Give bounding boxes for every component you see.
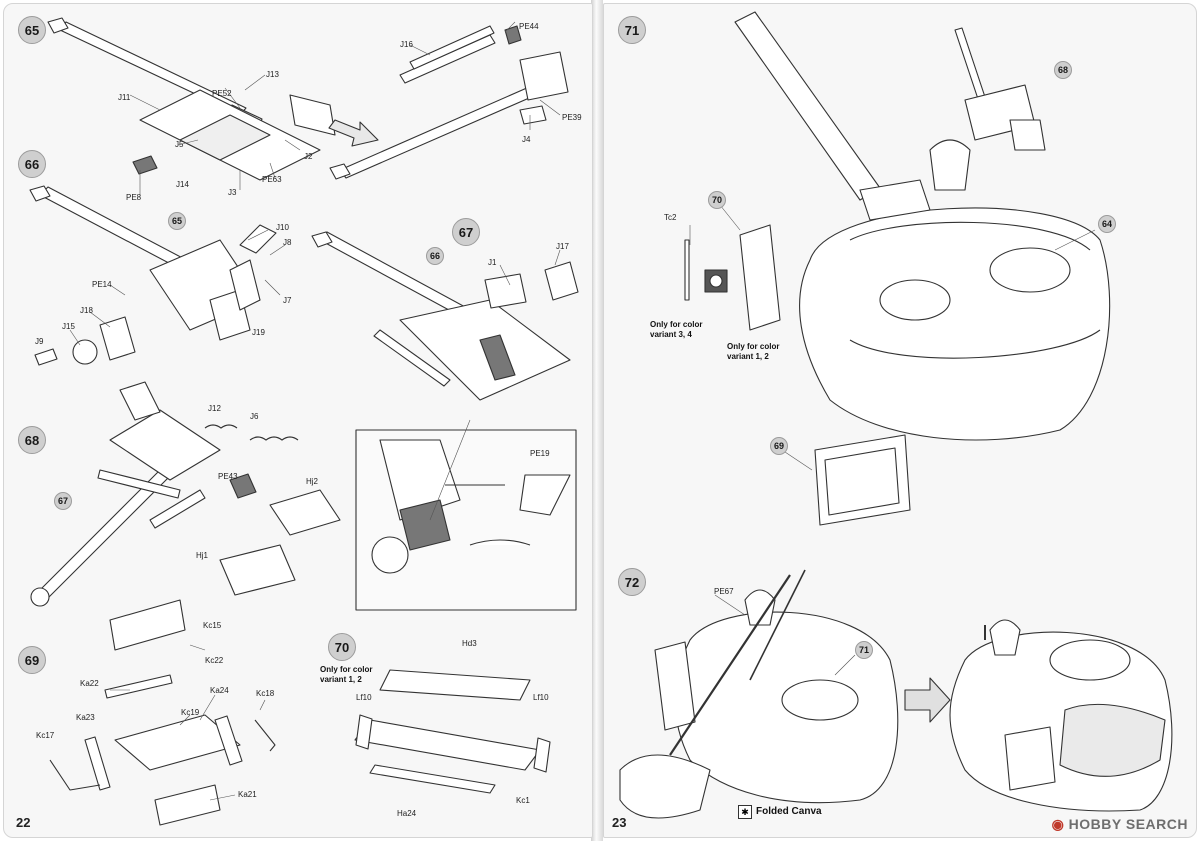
step-72-badge: 72 xyxy=(618,568,646,596)
part-label: J9 xyxy=(35,337,44,346)
ref-67-label: 67 xyxy=(54,492,72,510)
step65-result xyxy=(329,25,569,180)
part-label: J11 xyxy=(118,93,131,102)
step67-assembly xyxy=(311,231,579,401)
step-68-badge: 68 xyxy=(18,426,46,454)
part-label: J10 xyxy=(276,223,289,232)
leader-lines xyxy=(69,21,1096,801)
ref-68-label: 68 xyxy=(1054,61,1072,79)
ref-66-label: 66 xyxy=(426,247,444,265)
part-label: Hj2 xyxy=(306,477,319,486)
part-label: J14 xyxy=(176,180,189,189)
part-label: J7 xyxy=(283,296,292,305)
color-variant-note-34: Only for color variant 3, 4 xyxy=(650,320,703,339)
part-label: PE19 xyxy=(530,449,550,458)
step71-mg-mount xyxy=(954,27,1046,151)
part-label: PE67 xyxy=(714,587,734,596)
part-label: J12 xyxy=(208,404,221,413)
part-label: Tc2 xyxy=(664,213,677,222)
page-number-left: 22 xyxy=(16,815,31,830)
ref-70-label: 70 xyxy=(708,191,726,209)
step-65-badge: 65 xyxy=(18,16,46,44)
watermark-suffix: SEARCH xyxy=(1125,816,1188,832)
tc2-rod xyxy=(684,239,690,301)
step66-assembly xyxy=(29,185,277,366)
part-label: J3 xyxy=(228,188,237,197)
part-label: Kc15 xyxy=(203,621,222,630)
part-label: Kc17 xyxy=(36,731,55,740)
part-label: Lf10 xyxy=(356,693,372,702)
part-label: Ka24 xyxy=(210,686,229,695)
part-label: J2 xyxy=(304,152,313,161)
part-label: Ha24 xyxy=(397,809,417,818)
part-label: Hj1 xyxy=(196,551,209,560)
step-70-badge: 70 xyxy=(328,633,356,661)
part-label: Kc1 xyxy=(516,796,530,805)
part-label: PE14 xyxy=(92,280,112,289)
left-page xyxy=(3,3,593,838)
part-label: Kc22 xyxy=(205,656,224,665)
part-label: J13 xyxy=(266,70,279,79)
color-variant-note-71: Only for color variant 1, 2 xyxy=(727,342,780,361)
part-label: J16 xyxy=(400,40,413,49)
arrow-65 xyxy=(328,119,379,147)
part-label: J15 xyxy=(62,322,75,331)
folded-canva-label: Folded Canva xyxy=(756,806,822,817)
step-71-badge: 71 xyxy=(618,16,646,44)
step-67-badge: 67 xyxy=(452,218,480,246)
part-label: J4 xyxy=(522,135,531,144)
pe8-part xyxy=(132,155,158,175)
part-label: J19 xyxy=(252,328,265,337)
step-66-badge: 66 xyxy=(18,150,46,178)
step65-mount xyxy=(139,89,336,181)
part-label: J8 xyxy=(283,238,292,247)
part-label: J1 xyxy=(488,258,497,267)
book-gutter xyxy=(591,0,603,841)
step71-box69 xyxy=(814,434,911,526)
step72-result xyxy=(949,619,1173,812)
watermark: ◉ HOBBY SEARCH xyxy=(1051,816,1188,832)
step71-barrel xyxy=(734,11,881,201)
part-label: J17 xyxy=(556,242,569,251)
part-label: PE39 xyxy=(562,113,582,122)
step70-assembly xyxy=(354,669,551,794)
step72-turret xyxy=(619,569,899,819)
part-label: Kc18 xyxy=(256,689,275,698)
step-69-badge: 69 xyxy=(18,646,46,674)
part-label: Ka21 xyxy=(238,790,257,799)
ref-71-label: 71 xyxy=(855,641,873,659)
part-label: J18 xyxy=(80,306,93,315)
part-label: PE44 xyxy=(519,22,539,31)
part-label: J6 xyxy=(250,412,259,421)
part-label: Ka22 xyxy=(80,679,99,688)
ref-65-label: 65 xyxy=(168,212,186,230)
step69-assembly xyxy=(49,599,276,826)
ref-64-label: 64 xyxy=(1098,215,1116,233)
watermark-brand: HOBBY xyxy=(1068,816,1122,832)
page-number-right: 23 xyxy=(612,815,627,830)
detail-inset-drawing xyxy=(371,439,571,574)
step71-box70 xyxy=(739,224,781,331)
part-label: Kc19 xyxy=(181,708,200,717)
part-label: Hd3 xyxy=(462,639,477,648)
step68-assembly xyxy=(30,381,341,607)
folded-canva-icon: ✱ xyxy=(738,805,752,819)
part-label: Lf10 xyxy=(533,693,549,702)
step71-turret xyxy=(799,139,1111,441)
dual-side-icon-dot xyxy=(709,274,723,288)
part-label: PE8 xyxy=(126,193,142,202)
part-label: Ka23 xyxy=(76,713,95,722)
part-label: J5 xyxy=(175,140,184,149)
part-label: PE63 xyxy=(262,175,282,184)
color-variant-note-70: Only for color variant 1, 2 xyxy=(320,665,373,684)
arrow-72 xyxy=(904,677,951,723)
part-label: PE52 xyxy=(212,89,232,98)
part-label: PE43 xyxy=(218,472,238,481)
ref-69-label: 69 xyxy=(770,437,788,455)
